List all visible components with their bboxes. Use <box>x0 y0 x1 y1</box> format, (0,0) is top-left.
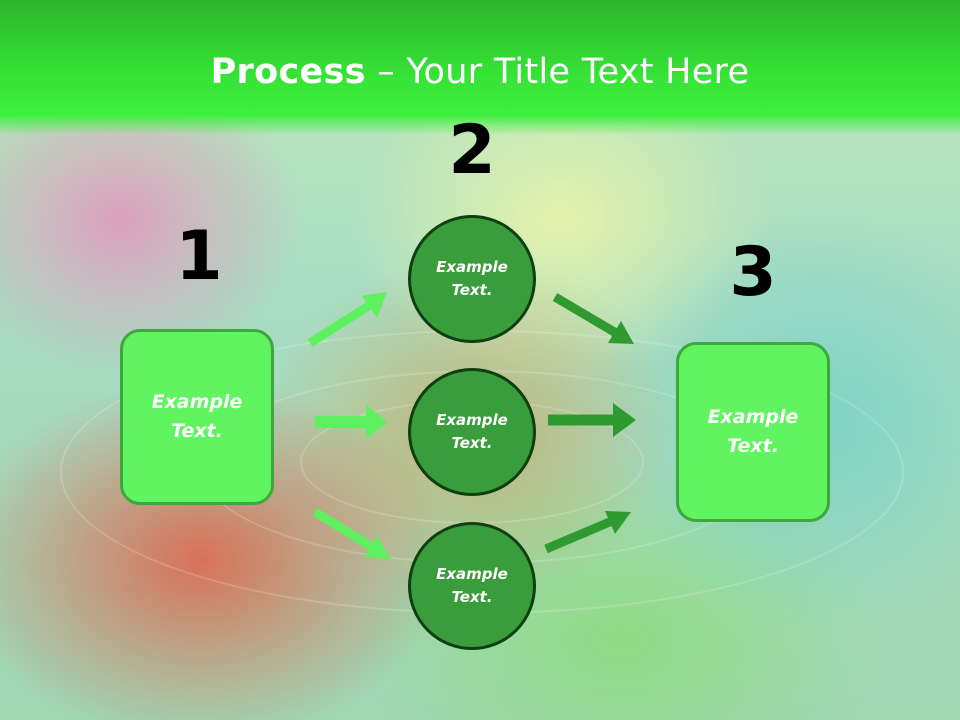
node-text-middle: Example Text. <box>436 411 508 452</box>
right-process-box: Example Text. <box>676 342 830 522</box>
title-bar <box>0 0 960 135</box>
node-text-top: Example Text. <box>436 258 508 299</box>
arrow-from-top-node <box>552 293 634 344</box>
node-text-bottom: Example Text. <box>436 565 508 606</box>
step-number-2: 2 <box>448 111 496 190</box>
slide-title: Process – Your Title Text Here <box>0 52 960 92</box>
arrow-to-middle-node <box>315 405 388 439</box>
node-circle-bottom: Example Text. <box>408 522 536 650</box>
title-rest: – Your Title Text Here <box>365 52 750 92</box>
step-number-1: 1 <box>175 217 223 296</box>
left-process-box: Example Text. <box>120 329 274 505</box>
step-number-3: 3 <box>729 233 777 312</box>
arrow-from-bottom-node <box>544 511 631 554</box>
right-box-text: Example Text. <box>707 406 799 457</box>
node-circle-middle: Example Text. <box>408 368 536 496</box>
arrow-to-top-node <box>307 292 387 347</box>
title-bold: Process <box>210 52 366 92</box>
left-box-text: Example Text. <box>151 391 243 442</box>
arrow-from-middle-node <box>548 403 636 437</box>
node-circle-top: Example Text. <box>408 215 536 343</box>
arrow-to-bottom-node <box>312 508 391 559</box>
